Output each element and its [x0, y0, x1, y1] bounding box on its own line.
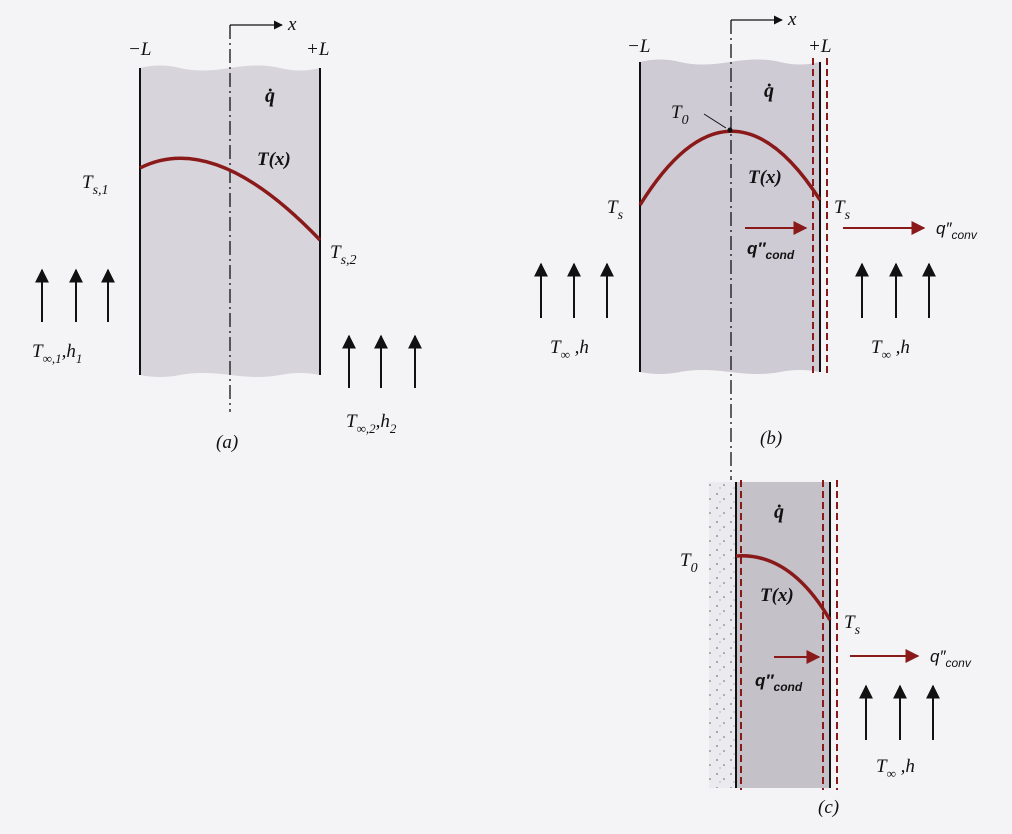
center-temp-label-b: T0 — [671, 102, 689, 128]
temperature-profile-label-c: T(x) — [760, 585, 794, 606]
x-axis-label-a: x — [287, 14, 297, 35]
surface-temp-label-c: Ts — [844, 612, 861, 638]
right-fluid-label-b: T∞ ,h — [871, 337, 910, 362]
slab-c — [736, 482, 830, 788]
temperature-curve-c — [735, 554, 832, 621]
panel-a: x −L +L q̇ T(x) Ts,1 Ts,2 T∞,1,h1 T∞,2,h… — [32, 14, 422, 453]
t0-leader-b — [703, 113, 727, 129]
surface-temp-right-label-b: Ts — [834, 197, 851, 223]
left-bound-label-b: −L — [627, 36, 650, 57]
temperature-profile-label-a: T(x) — [257, 149, 291, 170]
heat-generation-label-a: q̇ — [265, 85, 275, 107]
surface-temp-2-label: Ts,2 — [330, 242, 357, 268]
right-bound-label-b: +L — [808, 36, 831, 57]
conv-flux-label-c: q″conv — [930, 647, 972, 670]
fluid-label-c: T∞ ,h — [876, 756, 915, 781]
right-bound-label-a: +L — [306, 39, 329, 60]
caption-a: (a) — [216, 432, 238, 453]
temperature-curve-a — [139, 156, 322, 242]
conv-flux-label-b: q″conv — [936, 219, 978, 242]
heat-generation-label-b: q̇ — [764, 80, 774, 102]
insulation-dots-c — [709, 482, 736, 788]
surface-temp-left-label-b: Ts — [607, 197, 624, 223]
x-axis-label-b: x — [787, 9, 797, 30]
panel-b: x −L +L q̇ T0 T(x) Ts Ts q″cond q″conv T… — [534, 9, 978, 480]
temperature-profile-label-b: T(x) — [748, 167, 782, 188]
right-fluid-label-a: T∞,2,h2 — [346, 411, 397, 436]
left-fluid-label-b: T∞ ,h — [550, 337, 589, 362]
slab-b — [640, 59, 820, 374]
max-temp-point-b — [727, 127, 733, 133]
center-temp-label-c: T0 — [680, 550, 698, 576]
caption-c: (c) — [818, 797, 839, 818]
heat-generation-label-c: q̇ — [774, 501, 784, 523]
caption-b: (b) — [760, 428, 782, 449]
cond-flux-label-c: q″cond — [755, 671, 803, 694]
left-bound-label-a: −L — [128, 39, 151, 60]
panel-c: q̇ T0 T(x) Ts q″cond q″conv T∞ ,h (c) — [680, 480, 972, 818]
surface-temp-1-label: Ts,1 — [82, 172, 109, 198]
left-fluid-label-a: T∞,1,h1 — [32, 341, 82, 366]
cond-flux-label-b: q″cond — [747, 239, 795, 262]
